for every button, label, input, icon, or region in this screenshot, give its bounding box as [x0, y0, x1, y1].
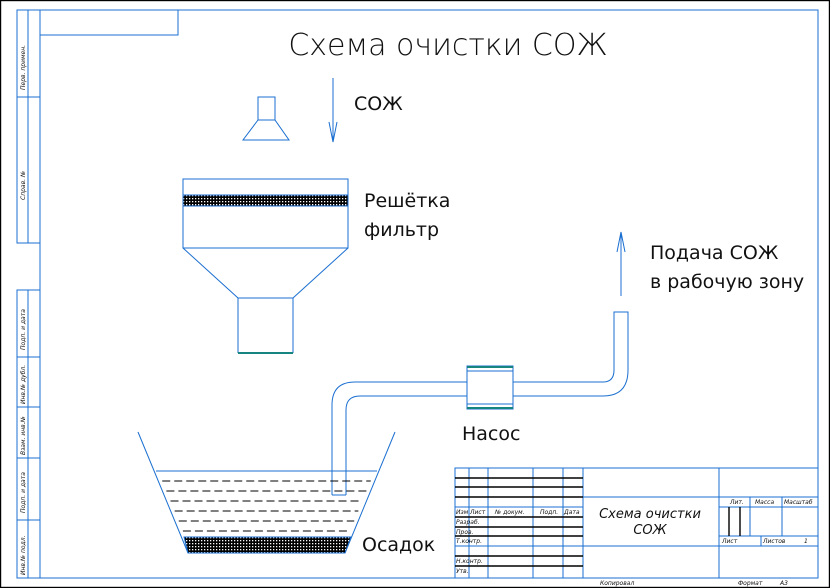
sediment-layer: [183, 536, 352, 554]
supply-label-line1: Подача СОЖ: [650, 242, 779, 264]
nozzle: [242, 96, 290, 141]
stamp-label: Инв.№ подл.: [20, 535, 27, 575]
settling-tank: [137, 431, 396, 554]
role-cell: Разраб.: [456, 519, 480, 526]
copied-label: Копировал: [600, 580, 634, 587]
stamp-label: Инв.№ дубл.: [20, 365, 27, 404]
header-cell: № докум.: [494, 509, 525, 516]
stamp-label: Перв. примен.: [20, 45, 27, 90]
mass-label: Масса: [755, 499, 774, 506]
filter-label: фильтр: [364, 219, 439, 241]
doc-title-line2: СОЖ: [633, 523, 667, 538]
scale-label: Масштаб: [784, 499, 813, 506]
side-stamp: Перв. примен. Справ. № Подп. и дата Инв.…: [16, 9, 41, 579]
liquid-level-hatching: [162, 480, 371, 532]
header-cell: Изм: [456, 509, 469, 516]
pump: [466, 365, 514, 410]
format-value: А3: [779, 580, 788, 587]
coolant-inlet-arrow: [328, 78, 338, 143]
title-block: Изм Лист № докум. Подп. Дата Разраб. Про…: [454, 467, 819, 579]
role-cell: Утв.: [456, 568, 469, 575]
supply-label-line2: в рабочую зону: [650, 271, 804, 293]
header-cell: Лист: [469, 509, 486, 516]
sheets-count: 1: [804, 538, 808, 545]
stamp-label: Подп. и дата: [20, 309, 27, 350]
grate-label: Решётка: [364, 190, 450, 212]
sheet-label: Лист: [721, 538, 738, 545]
filter-hopper: [182, 178, 349, 354]
supply-arrow: [616, 231, 626, 296]
role-cell: Н.контр.: [456, 558, 483, 565]
header-cell: Дата: [563, 509, 580, 516]
pipe: [331, 311, 629, 496]
page-title: Схема очистки СОЖ: [288, 28, 607, 63]
top-left-box: [40, 10, 179, 36]
coolant-label: СОЖ: [354, 93, 403, 115]
header-cell: Подп.: [540, 509, 558, 516]
sediment-label: Осадок: [362, 534, 435, 556]
doc-title: Схема очистки: [599, 507, 701, 522]
role-cell: Т.контр.: [456, 538, 482, 545]
stamp-label: Справ. №: [20, 171, 27, 200]
lit-label: Лит.: [729, 499, 744, 506]
format-label: Формат: [738, 580, 763, 587]
pump-label: Насос: [462, 423, 520, 445]
inner-frame: [39, 9, 819, 579]
sheets-label: Листов: [762, 538, 786, 545]
role-cell: Пров.: [456, 529, 474, 536]
stamp-label: Подп. и дата: [20, 472, 27, 513]
stamp-label: Взам. инв.№: [20, 416, 27, 455]
filter-grate: [182, 194, 349, 207]
